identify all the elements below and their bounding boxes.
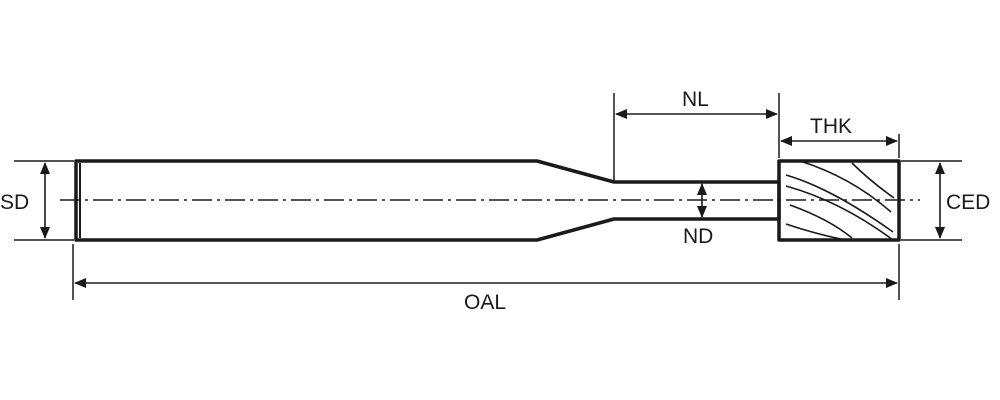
ced-label: CED: [946, 191, 990, 214]
thk-label: THK: [810, 115, 852, 138]
extension-lines: [14, 93, 962, 300]
dimension-lines: [40, 109, 945, 288]
nl-label: NL: [682, 88, 709, 111]
flute-lines: [785, 160, 895, 241]
nd-label: ND: [683, 225, 713, 248]
sd-label: SD: [0, 191, 29, 214]
oal-label: OAL: [464, 291, 506, 314]
